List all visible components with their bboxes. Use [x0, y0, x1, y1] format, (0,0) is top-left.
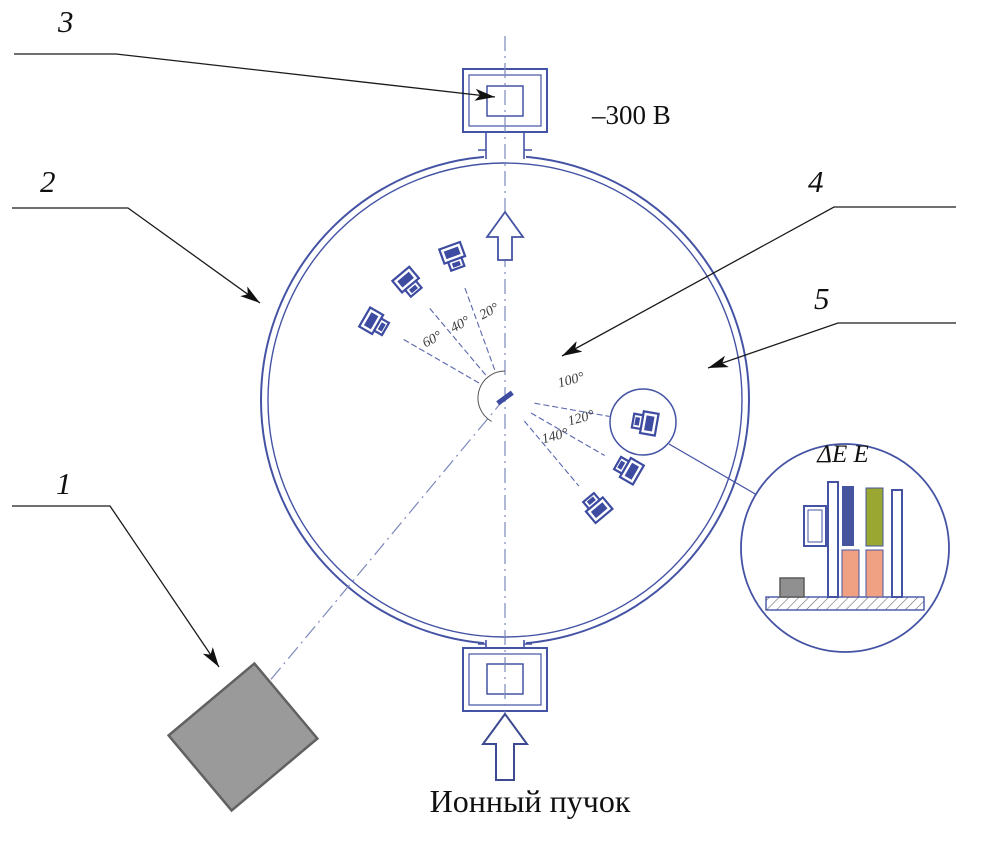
angle-label-40: 40° — [448, 314, 473, 337]
inset-label: ΔE E — [816, 441, 868, 468]
angle-label-120: 120° — [566, 408, 596, 429]
inset-connector — [803, 505, 827, 547]
beam-label: Ионный пучок — [430, 783, 631, 819]
inset-telescope: ΔE E — [740, 441, 950, 653]
inset-absorber-1 — [841, 549, 860, 598]
detector-icon-100deg — [630, 408, 660, 437]
detector-icon-140deg — [579, 489, 614, 525]
angle-labels: 20° 40° 60° 100° 120° 140° — [420, 301, 596, 448]
inset-frame-right-wall — [891, 489, 903, 598]
voltage-label: –300 В — [591, 100, 671, 130]
detector-icon-20deg — [438, 240, 470, 274]
bottom-port — [462, 638, 548, 712]
detector-radial-140deg — [523, 420, 580, 487]
chamber-beam-arrow — [485, 210, 525, 261]
angle-label-140: 140° — [540, 426, 570, 447]
inset-circle — [740, 443, 950, 653]
detector-highlight-circle — [609, 388, 677, 456]
ion-beam-arrow — [481, 712, 529, 781]
callout-2-leader — [12, 207, 261, 304]
inset-link-line — [668, 443, 758, 496]
callout-4-leader — [561, 206, 956, 357]
detector-icon-40deg — [391, 265, 426, 301]
target-sample — [496, 390, 514, 406]
top-port-neck — [478, 132, 532, 159]
inset-frame-left-wall — [827, 481, 839, 598]
detector-radial-20deg — [464, 286, 496, 370]
callout-leaders — [12, 53, 956, 668]
inset-connector-inner-line — [807, 509, 823, 543]
detector-icon-60deg — [358, 306, 393, 340]
callout-5-leader — [707, 322, 956, 369]
detector-radials — [402, 286, 610, 487]
inset-e-detector — [865, 487, 884, 547]
callout-2-number: 2 — [40, 164, 56, 199]
callout-5-number: 5 — [814, 281, 830, 316]
inset-base-plate — [765, 596, 925, 611]
detector-radial-60deg — [402, 338, 480, 384]
callout-1-leader — [12, 505, 220, 668]
inset-delta-e-detector — [842, 486, 854, 546]
callout-3-number: 3 — [57, 4, 74, 39]
bottom-port-neck — [478, 640, 532, 649]
scattering-angle-arc — [477, 370, 506, 422]
inset-absorber-2 — [865, 549, 884, 598]
source-sightline — [267, 397, 506, 684]
inset-mount-block — [779, 577, 805, 598]
source-box — [166, 661, 320, 813]
angle-label-60: 60° — [420, 329, 445, 352]
angle-label-20: 20° — [477, 301, 502, 324]
detector-radial-120deg — [530, 412, 605, 456]
detector-radial-40deg — [428, 307, 487, 376]
callout-3-leader — [14, 53, 496, 101]
angle-label-100: 100° — [556, 370, 586, 391]
detector-radial-100deg — [534, 402, 610, 417]
detector-icon-120deg — [610, 452, 645, 486]
callout-4-number: 4 — [808, 164, 824, 199]
callout-1-number: 1 — [56, 466, 72, 501]
